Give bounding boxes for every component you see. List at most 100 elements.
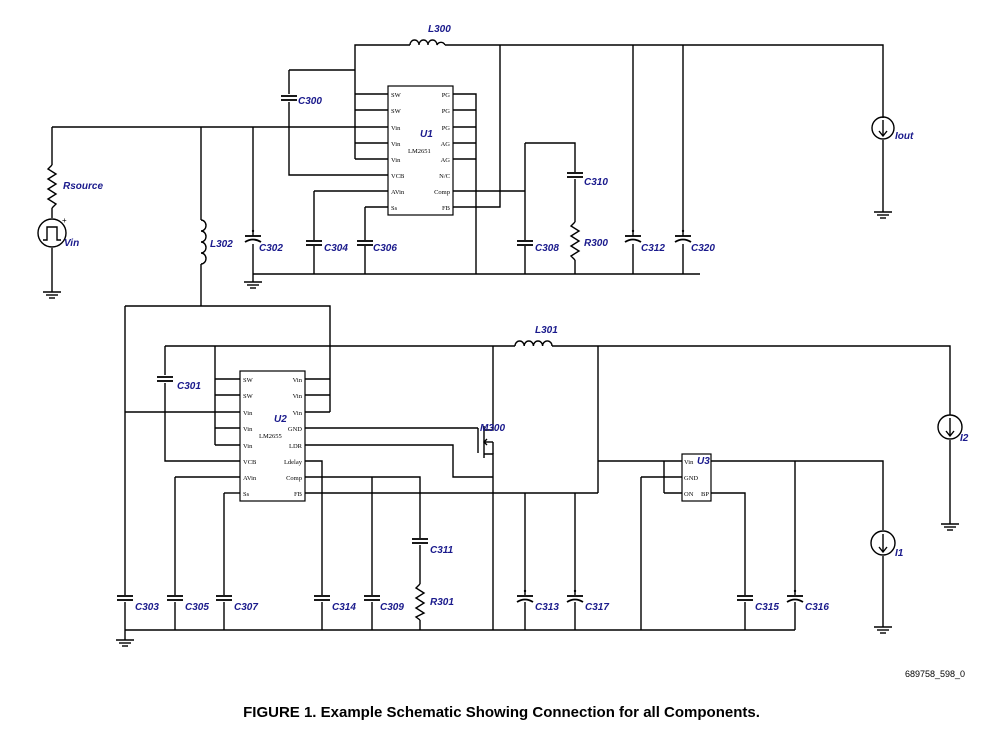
label-iout: Iout	[895, 131, 914, 142]
pin-label: SW	[391, 92, 402, 99]
mosfet-m300	[477, 420, 494, 462]
ground-symbol	[873, 626, 893, 634]
label-i2: I2	[960, 433, 969, 444]
capacitor-c311	[411, 538, 429, 544]
label-c312: C312	[641, 243, 665, 254]
pin-label: AVin	[243, 475, 257, 482]
chip-part-number: LM2655	[259, 433, 282, 440]
label-c320: C320	[691, 243, 715, 254]
capacitor-c302	[244, 228, 262, 243]
capacitor-c305	[166, 595, 184, 601]
figure-caption: FIGURE 1. Example Schematic Showing Conn…	[243, 704, 760, 721]
capacitor-c303	[116, 595, 134, 601]
label-c314: C314	[332, 602, 356, 613]
pin-label: N/C	[439, 173, 450, 180]
label-c304: C304	[324, 243, 348, 254]
pin-label: ON	[684, 491, 694, 498]
label-c315: C315	[755, 602, 779, 613]
capacitor-c312	[624, 228, 642, 243]
pin-label: Ss	[243, 491, 250, 498]
pin-label: GND	[684, 475, 698, 482]
capacitor-c320	[674, 228, 692, 243]
pin-label: SW	[243, 377, 254, 384]
label-c316: C316	[805, 602, 829, 613]
capacitor-c304	[305, 240, 323, 246]
label-c308: C308	[535, 243, 559, 254]
inductor-l300	[409, 39, 446, 46]
label-c317: C317	[585, 602, 609, 613]
pin-label: FB	[294, 491, 303, 498]
label-c311: C311	[430, 545, 454, 556]
pin-label: BP	[701, 491, 709, 498]
capacitor-c310	[566, 172, 584, 178]
pin-label: Vin	[293, 393, 303, 400]
pin-label: Vin	[684, 459, 694, 466]
pin-label: SW	[243, 393, 254, 400]
label-c309: C309	[380, 602, 404, 613]
capacitor-c313	[516, 588, 534, 603]
resistor-r301	[414, 583, 426, 621]
label-c302: C302	[259, 243, 283, 254]
pin-label: Vin	[391, 125, 401, 132]
pin-label: Vin	[391, 141, 401, 148]
pin-label: AG	[441, 141, 451, 148]
ground-symbol	[873, 211, 893, 219]
label-vin: Vin	[64, 238, 79, 249]
current-source-iout	[871, 116, 895, 140]
pin-label: Vin	[391, 157, 401, 164]
pin-label: Vin	[243, 410, 253, 417]
ground-symbol	[115, 639, 135, 647]
label-c303: C303	[135, 602, 159, 613]
label-c300: C300	[298, 96, 322, 107]
pin-label: LDR	[289, 443, 303, 450]
capacitor-c316	[786, 588, 804, 603]
capacitor-c300	[280, 95, 298, 101]
chip-u1: SW SW Vin Vin Vin VCB AVin Ss PG PG PG A…	[387, 85, 454, 216]
pin-label: Ss	[391, 205, 398, 212]
label-l301: L301	[535, 325, 558, 336]
label-i1: I1	[895, 548, 904, 559]
capacitor-c306	[356, 240, 374, 246]
capacitor-c309	[363, 595, 381, 601]
label-m300: M300	[480, 423, 505, 434]
label-c306: C306	[373, 243, 397, 254]
upper-wires	[51, 44, 884, 306]
capacitor-c307	[215, 595, 233, 601]
label-u2: U2	[274, 414, 287, 425]
lower-wires	[124, 305, 951, 640]
label-c313: C313	[535, 602, 559, 613]
pin-label: SW	[391, 108, 402, 115]
pin-label: Vin	[243, 443, 253, 450]
capacitor-c315	[736, 595, 754, 601]
ground-symbol	[940, 523, 960, 531]
capacitor-c314	[313, 595, 331, 601]
pin-label: Comp	[434, 189, 450, 196]
label-u1: U1	[420, 129, 433, 140]
label-c307: C307	[234, 602, 258, 613]
capacitor-c317	[566, 588, 584, 603]
pin-label: FB	[442, 205, 451, 212]
label-r300: R300	[584, 238, 608, 249]
pin-label: AVin	[391, 189, 405, 196]
label-l302: L302	[210, 239, 233, 250]
current-source-i1	[870, 530, 896, 556]
capacitor-c301	[156, 376, 174, 382]
pin-label: PG	[442, 92, 451, 99]
pin-label: Vin	[293, 377, 303, 384]
pin-label: GND	[288, 426, 302, 433]
label-c301: C301	[177, 381, 201, 392]
label-c310: C310	[584, 177, 608, 188]
chip-part-number: LM2651	[408, 148, 431, 155]
label-r301: R301	[430, 597, 454, 608]
resistor-r300	[569, 221, 581, 261]
label-l300: L300	[428, 24, 451, 35]
pin-label: PG	[442, 108, 451, 115]
inductor-l302	[200, 219, 207, 265]
pin-label: VCB	[243, 459, 257, 466]
label-c305: C305	[185, 602, 209, 613]
voltage-source-vin: +	[37, 216, 67, 248]
current-source-i2	[937, 414, 963, 440]
chip-u3: Vin GND ON BP	[681, 453, 712, 502]
pin-label: Comp	[286, 475, 302, 482]
